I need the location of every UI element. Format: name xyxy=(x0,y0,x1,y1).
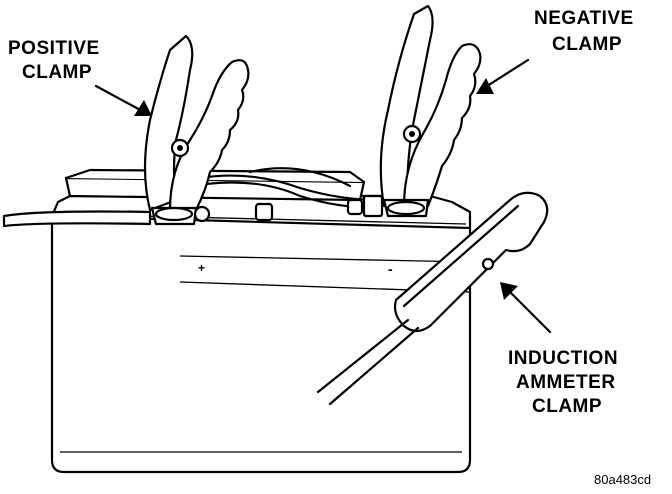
callout-arrows xyxy=(94,58,552,334)
negative-clamp-right-jaw xyxy=(402,43,482,208)
ammeter-clamp-label-line1: INDUCTION xyxy=(508,348,618,369)
jumper-harness xyxy=(198,167,384,222)
ammeter-clamp-label-line2: AMMETER xyxy=(516,372,616,393)
ammeter-lead-1 xyxy=(316,318,410,394)
battery-front-face xyxy=(50,214,472,474)
negative-terminal-mark: - xyxy=(388,261,393,277)
positive-terminal-mark: + xyxy=(198,261,205,275)
positive-clamp-arrow xyxy=(94,84,146,114)
induction-ammeter-clamp xyxy=(316,191,549,406)
positive-clamp-label-line1: POSITIVE xyxy=(8,38,100,59)
battery xyxy=(2,168,472,474)
positive-clamp xyxy=(143,34,250,226)
negative-clamp-arrowhead xyxy=(476,78,494,94)
ammeter-clamp-handle xyxy=(393,191,549,333)
positive-clamp-right-jaw xyxy=(168,59,250,212)
ammeter-clamp-arrow xyxy=(506,288,552,334)
figure-code: 80a483cd xyxy=(594,472,651,487)
ammeter-lead-2 xyxy=(328,326,420,406)
negative-clamp-label-line2: CLAMP xyxy=(552,34,622,55)
positive-clamp-arrowhead xyxy=(134,100,152,116)
ammeter-clamp-label-line3: CLAMP xyxy=(532,396,602,417)
positive-clamp-label-line2: CLAMP xyxy=(22,62,92,83)
negative-clamp-label-line1: NEGATIVE xyxy=(534,8,634,29)
battery-cable-left xyxy=(2,210,152,228)
negative-clamp xyxy=(379,4,482,218)
ammeter-clamp-arrowhead xyxy=(500,282,518,300)
negative-clamp-arrow xyxy=(482,58,530,90)
